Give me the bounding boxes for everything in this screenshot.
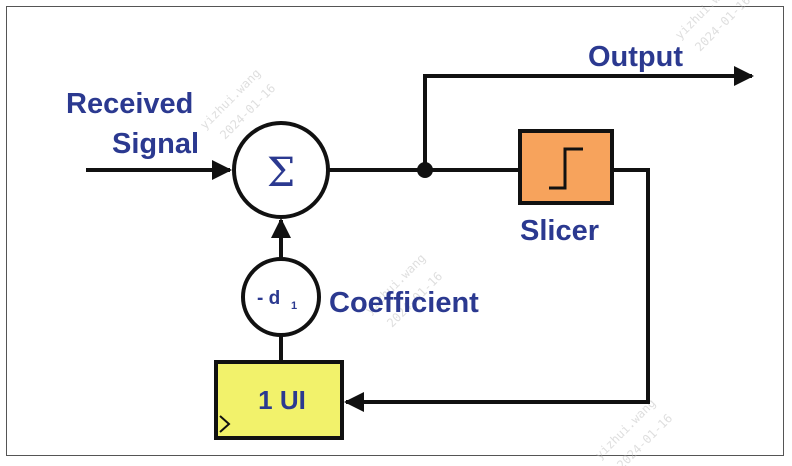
coefficient-label: Coefficient — [329, 287, 479, 319]
step-icon — [549, 147, 583, 190]
coefficient-circle — [241, 257, 321, 337]
received-label: Received — [66, 88, 193, 120]
slicer-label: Slicer — [520, 215, 599, 247]
delay-block — [214, 360, 344, 440]
output-label: Output — [588, 41, 683, 73]
sum-symbol: Σ — [267, 150, 295, 196]
coefficient-symbol: - d — [257, 288, 280, 309]
clock-icon — [219, 415, 231, 433]
delay-label: 1 UI — [258, 385, 306, 415]
coefficient-subscript: 1 — [291, 300, 297, 312]
feedback-arrow — [344, 168, 650, 412]
output-arrow — [423, 66, 754, 170]
figure-frame — [6, 6, 784, 456]
signal-label: Signal — [112, 128, 199, 160]
